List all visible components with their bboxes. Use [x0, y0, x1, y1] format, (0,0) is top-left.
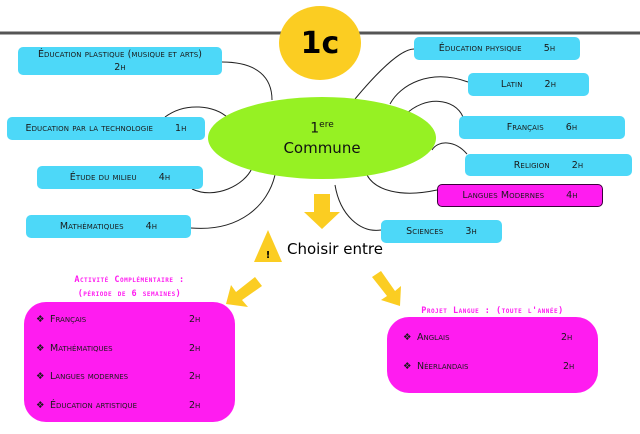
- subject-name: Éducation plastique (musique et arts): [37, 49, 203, 60]
- item-name: Anglais: [417, 332, 450, 343]
- class-title-badge: 1c: [279, 6, 361, 80]
- subject-node: Éducation plastique (musique et arts) 2h: [18, 47, 222, 75]
- subject-name: Éducation physique: [438, 43, 522, 54]
- class-title: 1c: [300, 25, 340, 61]
- item-hours: 2h: [561, 332, 573, 343]
- connector-technologie: [164, 106, 229, 119]
- central-node-year: 1ere: [310, 117, 334, 137]
- item-hours: 2h: [189, 343, 201, 354]
- subject-name: Français: [506, 122, 544, 133]
- subject-node: Sciences 3h: [381, 220, 502, 243]
- year-suffix: ere: [319, 120, 334, 131]
- connector-etude-milieu: [191, 167, 253, 194]
- connector-sciences: [334, 184, 382, 231]
- item-name: Mathématiques: [50, 343, 113, 354]
- subject-node: Mathématiques 4h: [26, 215, 191, 238]
- activite-heading: Activité Complémentaire : (période de 6 …: [24, 273, 235, 301]
- connector-religion: [431, 142, 468, 155]
- connector-edu-plastique: [221, 61, 273, 101]
- arrow-down-right: [372, 271, 401, 306]
- item-hours: 2h: [189, 400, 201, 411]
- subject-hours: 2h: [114, 62, 126, 73]
- central-node: 1ere Commune: [208, 97, 436, 179]
- list-item: ❖ Anglais: [403, 332, 450, 343]
- arrow-down-left: [226, 277, 262, 307]
- connector-edu-physique: [354, 48, 415, 100]
- subject-hours: 6h: [565, 122, 578, 133]
- subject-node: Étude du milieu 4h: [37, 166, 203, 189]
- warning-icon: [254, 230, 282, 262]
- subject-name: Sciences: [406, 226, 444, 237]
- subject-name: Education par la technologie: [25, 123, 154, 134]
- item-name: Éducation artistique: [50, 400, 138, 411]
- subject-node-highlighted: Langues Modernes 4h: [437, 184, 603, 207]
- subject-node: Religion 2h: [465, 154, 632, 176]
- item-hours: 2h: [189, 314, 201, 325]
- subject-node: Latin 2h: [468, 73, 589, 96]
- choice-label: Choisir entre: [287, 240, 383, 258]
- connector-francais: [404, 100, 464, 118]
- activite-heading-line2: (période de 6 semaines): [77, 289, 182, 299]
- arrow-down: [304, 194, 340, 229]
- projet-box: ❖ Anglais 2h ❖ Néerlandais 2h: [387, 317, 598, 393]
- item-hours: 2h: [563, 361, 575, 372]
- warning-mark: !: [266, 250, 271, 261]
- list-item: ❖ Éducation artistique: [36, 400, 137, 411]
- projet-heading: Projet Langue : (toute l'année): [421, 306, 564, 316]
- list-item: ❖ Langues modernes: [36, 371, 128, 382]
- item-name: Français: [50, 314, 87, 325]
- list-item: ❖ Mathématiques: [36, 343, 113, 354]
- subject-hours: 3h: [465, 226, 477, 237]
- subject-hours: 1h: [175, 123, 187, 134]
- subject-node: Education par la technologie 1h: [7, 117, 205, 140]
- subject-name: Mathématiques: [59, 221, 124, 232]
- subject-hours: 4h: [566, 190, 578, 201]
- subject-name: Étude du milieu: [69, 172, 137, 183]
- connector-latin: [389, 76, 469, 105]
- subject-hours: 2h: [544, 79, 557, 90]
- item-name: Néerlandais: [417, 361, 469, 372]
- list-item: ❖ Français: [36, 314, 86, 325]
- bullet-icon: ❖: [36, 400, 45, 411]
- list-item: ❖ Néerlandais: [403, 361, 468, 372]
- bullet-icon: ❖: [403, 361, 412, 372]
- item-hours: 2h: [189, 371, 201, 382]
- connector-mathematiques: [190, 174, 276, 229]
- subject-name: Langues Modernes: [462, 190, 545, 201]
- subject-hours: 4h: [158, 172, 171, 183]
- subject-node: Français 6h: [459, 116, 625, 139]
- bullet-icon: ❖: [36, 343, 45, 354]
- bullet-icon: ❖: [36, 314, 45, 325]
- subject-node: Éducation physique 5h: [414, 37, 580, 60]
- subject-hours: 4h: [145, 221, 158, 232]
- connector-langues: [366, 174, 438, 194]
- bullet-icon: ❖: [403, 332, 412, 343]
- year-number: 1: [310, 120, 320, 137]
- item-name: Langues modernes: [50, 371, 129, 382]
- subject-hours: 5h: [543, 43, 556, 54]
- subject-hours: 2h: [571, 159, 584, 171]
- subject-name: Latin: [500, 79, 523, 90]
- activite-box: ❖ Français 2h ❖ Mathématiques 2h ❖ Langues …: [24, 302, 235, 422]
- subject-name: Religion: [513, 159, 550, 171]
- bullet-icon: ❖: [36, 371, 45, 382]
- activite-heading-line1: Activité Complémentaire :: [74, 275, 185, 285]
- central-node-label: Commune: [283, 138, 361, 157]
